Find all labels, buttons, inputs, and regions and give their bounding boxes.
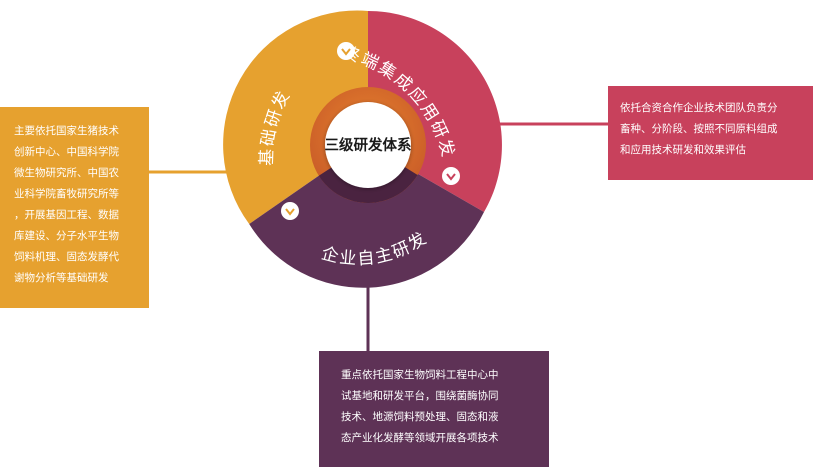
center-label: 三级研发体系 xyxy=(325,136,412,154)
description-line: 和应用技术研发和效果评估 xyxy=(620,144,746,156)
description-line: 试基地和研发平台，围绕菌酶协同 xyxy=(341,390,499,402)
description-line: 技术、地源饲料预处理、固态和液 xyxy=(341,411,499,423)
description-line: ，开展基因工程、数据 xyxy=(14,209,119,221)
hub-center xyxy=(325,102,411,188)
description-line: 主要依托国家生猪技术 xyxy=(14,125,119,137)
description-line: 谢物分析等基础研发 xyxy=(14,272,109,284)
segment-basic-research xyxy=(223,10,368,224)
description-line: 业科学院畜牧研究所等 xyxy=(14,188,119,200)
segment-enterprise-research xyxy=(249,159,484,288)
enterprise-research-description-box: 重点依托国家生物饲料工程中心中 试基地和研发平台，围绕菌酶协同 技术、地源饲料预… xyxy=(319,351,549,467)
description-line: 态产业化发酵等领域开展各项技术 xyxy=(341,432,499,444)
description-line: 重点依托国家生物饲料工程中心中 xyxy=(341,369,499,381)
check-chevron-icon xyxy=(442,167,460,185)
check-chevron-icon xyxy=(281,202,299,220)
description-line: 依托合资合作企业技术团队负责分 xyxy=(620,102,778,114)
description-line: 库建设、分子水平生物 xyxy=(14,230,119,242)
description-line: 创新中心、中国科学院 xyxy=(14,146,119,158)
description-line: 微生物研究所、中国农 xyxy=(14,167,119,179)
terminal-application-description-box: 依托合资合作企业技术团队负责分 畜种、分阶段、按照不同原料组成 和应用技术研发和… xyxy=(608,86,813,180)
description-line: 畜种、分阶段、按照不同原料组成 xyxy=(620,123,778,135)
description-line: 饲料机理、固态发酵代 xyxy=(14,251,119,263)
basic-research-description-box: 主要依托国家生猪技术 创新中心、中国科学院 微生物研究所、中国农 业科学院畜牧研… xyxy=(0,107,149,308)
check-chevron-icon xyxy=(337,42,355,60)
